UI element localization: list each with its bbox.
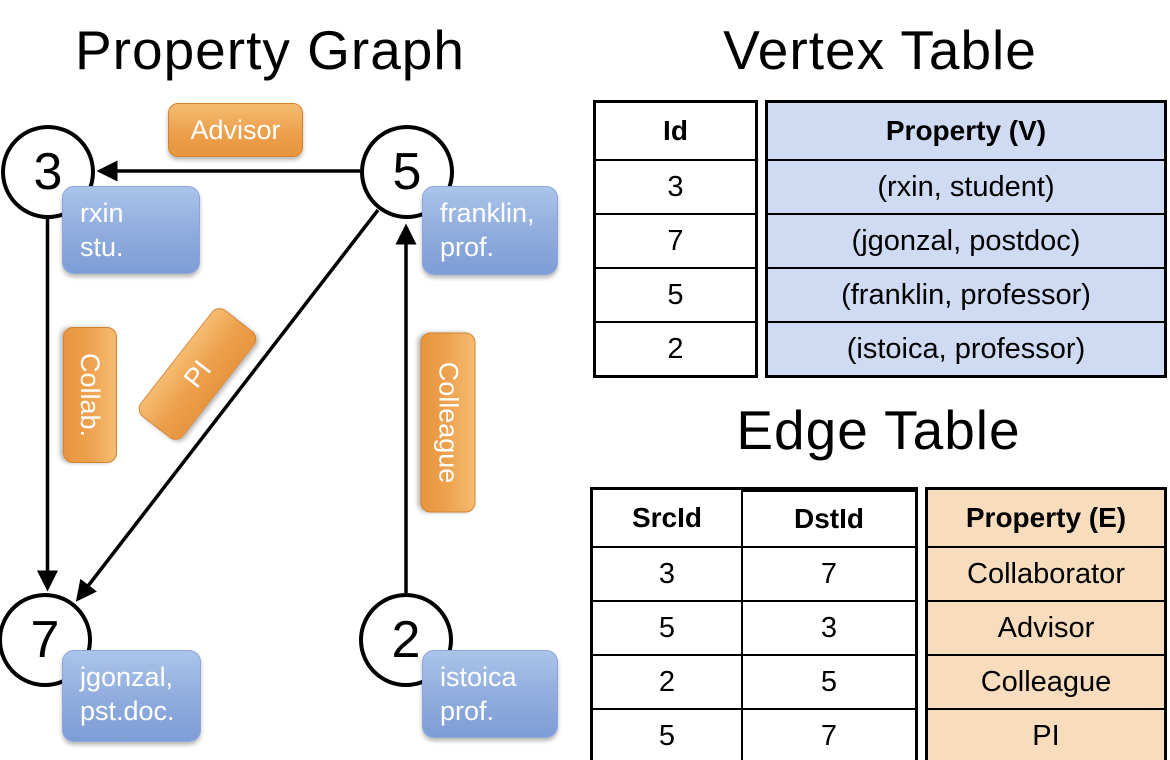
table-cell: (istoica, professor)	[768, 321, 1164, 375]
vertex-card-line: istoica	[440, 662, 517, 692]
edge-label-advisor: Advisor	[168, 103, 303, 157]
table-cell: 7	[596, 213, 755, 267]
vertex-table: Id 3 7 5 2 Property (V) (rxin, student) …	[593, 100, 1167, 378]
column-header: Property (E)	[928, 490, 1164, 546]
table-cell: 3	[741, 600, 915, 654]
table-cell: Colleague	[928, 654, 1164, 708]
table-cell: 2	[593, 654, 741, 708]
table-cell: 5	[596, 267, 755, 321]
vertex-id-5: 5	[392, 143, 422, 201]
vertex-card-line: rxin	[80, 198, 124, 228]
table-cell: Collaborator	[928, 546, 1164, 600]
vertex-table-id-column: Id 3 7 5 2	[593, 100, 758, 378]
vertex-card-franklin: franklin, prof.	[422, 186, 558, 275]
table-cell: 3	[593, 546, 741, 600]
vertex-card-jgonzal: jgonzal, pst.doc.	[62, 650, 201, 742]
column-header: SrcId	[631, 502, 703, 533]
table-cell: (jgonzal, postdoc)	[768, 213, 1164, 267]
column-header: DstId	[741, 490, 915, 546]
table-cell: 5	[593, 600, 741, 654]
vertex-card-istoica: istoica prof.	[422, 650, 558, 738]
vertex-id-7: 7	[30, 611, 60, 669]
edge-label-colleague: Colleague	[420, 332, 476, 513]
edge-label-collab: Collab.	[63, 327, 117, 463]
table-cell: 2	[596, 321, 755, 375]
vertex-card-line: prof.	[440, 696, 495, 726]
vertex-table-title: Vertex Table	[723, 19, 1037, 81]
vertex-table-property-column: Property (V) (rxin, student) (jgonzal, p…	[765, 100, 1167, 378]
table-cell: Advisor	[928, 600, 1164, 654]
table-cell: 7	[741, 546, 915, 600]
vertex-card-rxin: rxin stu.	[62, 186, 200, 274]
edge-table: SrcId DstId 3 7 5 3 2 5 5 7 Property (E)…	[590, 487, 1167, 760]
vertex-card-line: stu.	[80, 232, 124, 262]
table-cell: 3	[596, 159, 755, 213]
table-cell: 7	[741, 708, 915, 760]
vertex-card-line: prof.	[440, 232, 495, 262]
column-header: Id	[663, 115, 688, 146]
edge-table-id-columns: SrcId DstId 3 7 5 3 2 5 5 7	[590, 487, 918, 760]
vertex-id-3: 3	[33, 143, 63, 201]
edge-table-property-column: Property (E) Collaborator Advisor Collea…	[925, 487, 1167, 760]
edge-line-pi-5-to-7	[75, 208, 380, 602]
vertex-card-line: pst.doc.	[80, 696, 175, 726]
column-header: Property (V)	[768, 103, 1164, 159]
vertex-id-2: 2	[391, 611, 421, 669]
vertex-card-line: franklin,	[440, 198, 535, 228]
edge-table-title: Edge Table	[736, 399, 1021, 461]
property-graph-title: Property Graph	[74, 19, 465, 81]
table-cell: 5	[741, 654, 915, 708]
table-cell: 5	[593, 708, 741, 760]
vertex-card-line: jgonzal,	[80, 662, 174, 692]
table-cell: PI	[928, 708, 1164, 760]
table-cell: (franklin, professor)	[768, 267, 1164, 321]
table-cell: (rxin, student)	[768, 159, 1164, 213]
